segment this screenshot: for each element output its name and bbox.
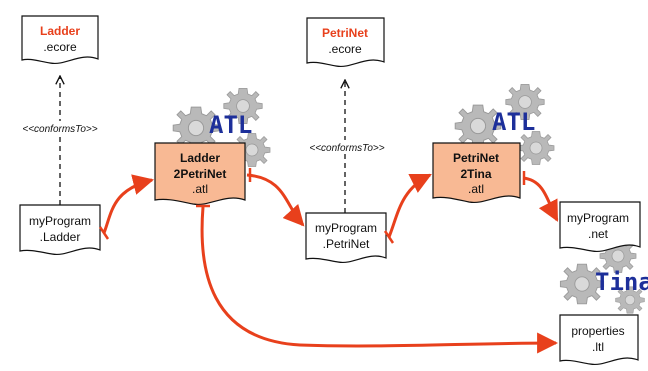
petrinet2tina-line2: 2Tina bbox=[460, 167, 491, 181]
petrinet-ecore-document[interactable]: PetriNet .ecore bbox=[306, 17, 385, 68]
ladder2petrinet-line2: 2PetriNet bbox=[174, 167, 227, 181]
program-net-line2: .net bbox=[588, 227, 609, 241]
program-net-line1: myProgram bbox=[567, 211, 629, 225]
petrinet-ecore-title: PetriNet bbox=[322, 26, 368, 40]
petrinet2tina-transformation[interactable]: PetriNet 2Tina .atl bbox=[432, 142, 521, 204]
flow-arrow-ladder-input bbox=[102, 174, 155, 234]
program-petrinet-line1: myProgram bbox=[315, 221, 377, 235]
ladder2petrinet-ext: .atl bbox=[192, 182, 208, 196]
program-net-document[interactable]: myProgram .net bbox=[559, 201, 641, 253]
program-ladder-line2: .Ladder bbox=[40, 230, 81, 244]
conforms-label-right: <<conformsTo>> bbox=[309, 143, 384, 154]
petrinet-ecore-ext: .ecore bbox=[328, 42, 362, 56]
ladder2petrinet-line1: Ladder bbox=[180, 151, 220, 165]
program-petrinet-line2: .PetriNet bbox=[323, 237, 370, 251]
ladder2petrinet-transformation[interactable]: Ladder 2PetriNet .atl bbox=[154, 142, 246, 206]
tina-label: Tina bbox=[595, 268, 648, 296]
properties-line1: properties bbox=[571, 324, 624, 338]
petrinet2tina-line1: PetriNet bbox=[453, 151, 499, 165]
conforms-label-left: <<conformsTo>> bbox=[22, 124, 97, 135]
ladder-ecore-title: Ladder bbox=[40, 24, 80, 38]
atl-label-left: ATL bbox=[209, 111, 252, 139]
program-ladder-document[interactable]: myProgram .Ladder bbox=[19, 204, 101, 256]
flow-arrow-properties-output bbox=[200, 206, 559, 354]
properties-line2: .ltl bbox=[592, 340, 604, 354]
properties-ltl-document[interactable]: properties .ltl bbox=[559, 314, 639, 366]
atl-label-right: ATL bbox=[492, 108, 535, 136]
program-petrinet-document[interactable]: myProgram .PetriNet bbox=[305, 212, 387, 264]
flow-arrow-net-output bbox=[522, 176, 559, 222]
ladder-ecore-ext: .ecore bbox=[43, 40, 77, 54]
program-ladder-line1: myProgram bbox=[29, 214, 91, 228]
flow-arrow-petrinet-output bbox=[246, 173, 305, 227]
flow-arrow-petrinet-input bbox=[387, 173, 432, 238]
petrinet2tina-ext: .atl bbox=[468, 182, 484, 196]
ladder-ecore-document[interactable]: Ladder .ecore bbox=[21, 15, 99, 65]
